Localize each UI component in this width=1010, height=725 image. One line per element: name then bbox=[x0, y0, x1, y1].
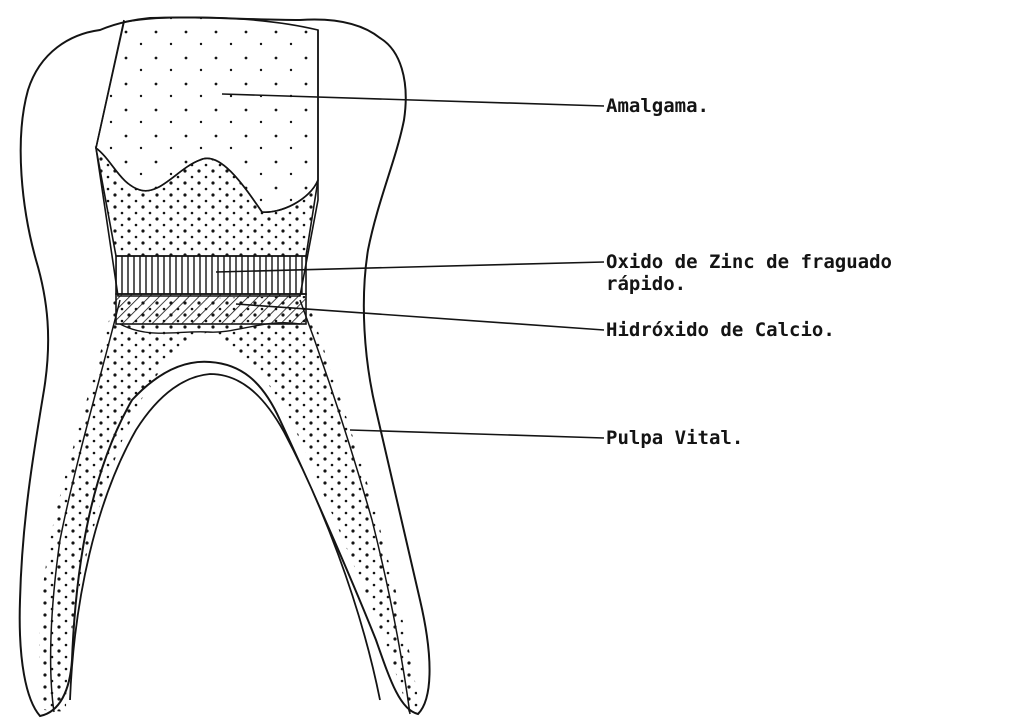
label-oxido-line2: rápido. bbox=[606, 272, 686, 296]
leader-pulpa bbox=[350, 430, 604, 438]
zinc-oxide-band bbox=[116, 256, 306, 294]
label-pulpa: Pulpa Vital. bbox=[606, 426, 743, 450]
label-amalgama: Amalgama. bbox=[606, 94, 709, 118]
label-oxido-line1: Oxido de Zinc de fraguado bbox=[606, 250, 892, 274]
label-hidroxido: Hidróxido de Calcio. bbox=[606, 318, 835, 342]
